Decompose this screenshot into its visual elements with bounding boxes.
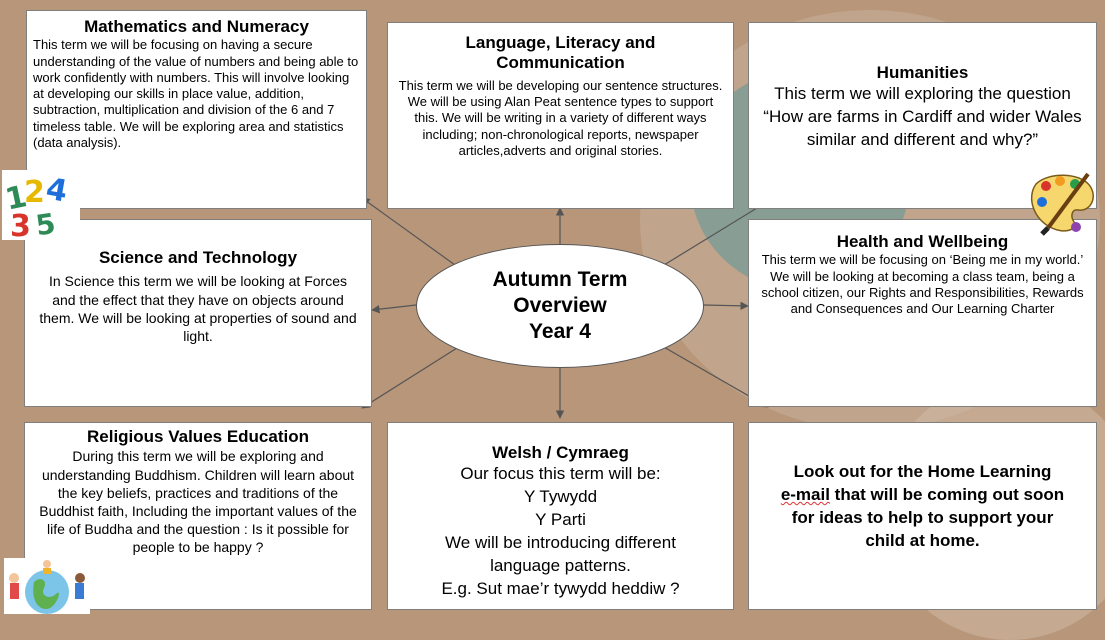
science-box: Science and Technology In Science this t… <box>24 219 372 407</box>
arrow-to-science <box>371 304 417 314</box>
welsh-title: Welsh / Cymraeg <box>492 443 629 462</box>
svg-text:2: 2 <box>24 175 45 210</box>
arrow-to-religious <box>361 347 458 409</box>
home-learning-box: Look out for the Home Learning e-mail th… <box>748 422 1097 610</box>
math-body: This term we will be focusing on having … <box>33 37 359 150</box>
center-title-line-1: Autumn Term <box>492 267 628 291</box>
paint-palette-icon <box>1031 172 1094 236</box>
arrow-to-math <box>361 197 456 266</box>
science-title: Science and Technology <box>98 248 298 267</box>
welsh-line-5: E.g. Sut mae’r tywydd heddiw ? <box>441 579 680 599</box>
health-body: This term we will be focusing on ‘Being … <box>761 252 1084 317</box>
home-line-2-rest: that will be coming out soon <box>829 484 1065 504</box>
center-title-line-2: Overview <box>513 293 607 317</box>
welsh-box: Welsh / Cymraeg Our focus this term will… <box>387 422 734 610</box>
math-box: Mathematics and Numeracy This term we wi… <box>26 10 367 209</box>
svg-text:3: 3 <box>10 209 31 240</box>
welsh-line-3: Y Parti <box>535 510 586 530</box>
home-line-2: e-mail that will be coming out soon <box>763 484 1082 507</box>
svg-text:5: 5 <box>34 207 58 240</box>
humanities-box: Humanities This term we will exploring t… <box>748 22 1097 209</box>
email-word: e-mail <box>780 484 830 504</box>
numbers-clipart-icon: 1 2 4 3 5 <box>2 170 80 240</box>
religious-body: During this term we will be exploring an… <box>39 448 357 556</box>
arrow-to-health <box>703 301 749 311</box>
welsh-line-1: Our focus this term will be: <box>460 464 661 484</box>
humanities-body: This term we will exploring the question… <box>763 84 1082 150</box>
center-title-line-3: Year 4 <box>529 320 591 344</box>
health-box: Health and Wellbeing This term we will b… <box>748 219 1097 407</box>
home-line-1: Look out for the Home Learning <box>793 462 1052 481</box>
center-ellipse: Autumn Term Overview Year 4 <box>416 244 704 368</box>
language-title: Language, Literacy and Communication <box>465 33 656 73</box>
home-line-3: for ideas to help to support your child … <box>791 507 1054 550</box>
health-title: Health and Wellbeing <box>836 232 1009 251</box>
religious-title: Religious Values Education <box>87 427 309 446</box>
welsh-line-4: We will be introducing different languag… <box>445 533 676 576</box>
language-box: Language, Literacy and Communication Thi… <box>387 22 734 209</box>
math-title: Mathematics and Numeracy <box>84 17 309 36</box>
connector-arrows <box>361 196 776 419</box>
language-body: This term we will be developing our sent… <box>398 77 723 158</box>
science-body: In Science this term we will be looking … <box>39 273 357 344</box>
children-globe-clipart-icon <box>4 558 90 614</box>
humanities-title: Humanities <box>876 63 969 82</box>
welsh-line-2: Y Tywydd <box>523 487 598 507</box>
